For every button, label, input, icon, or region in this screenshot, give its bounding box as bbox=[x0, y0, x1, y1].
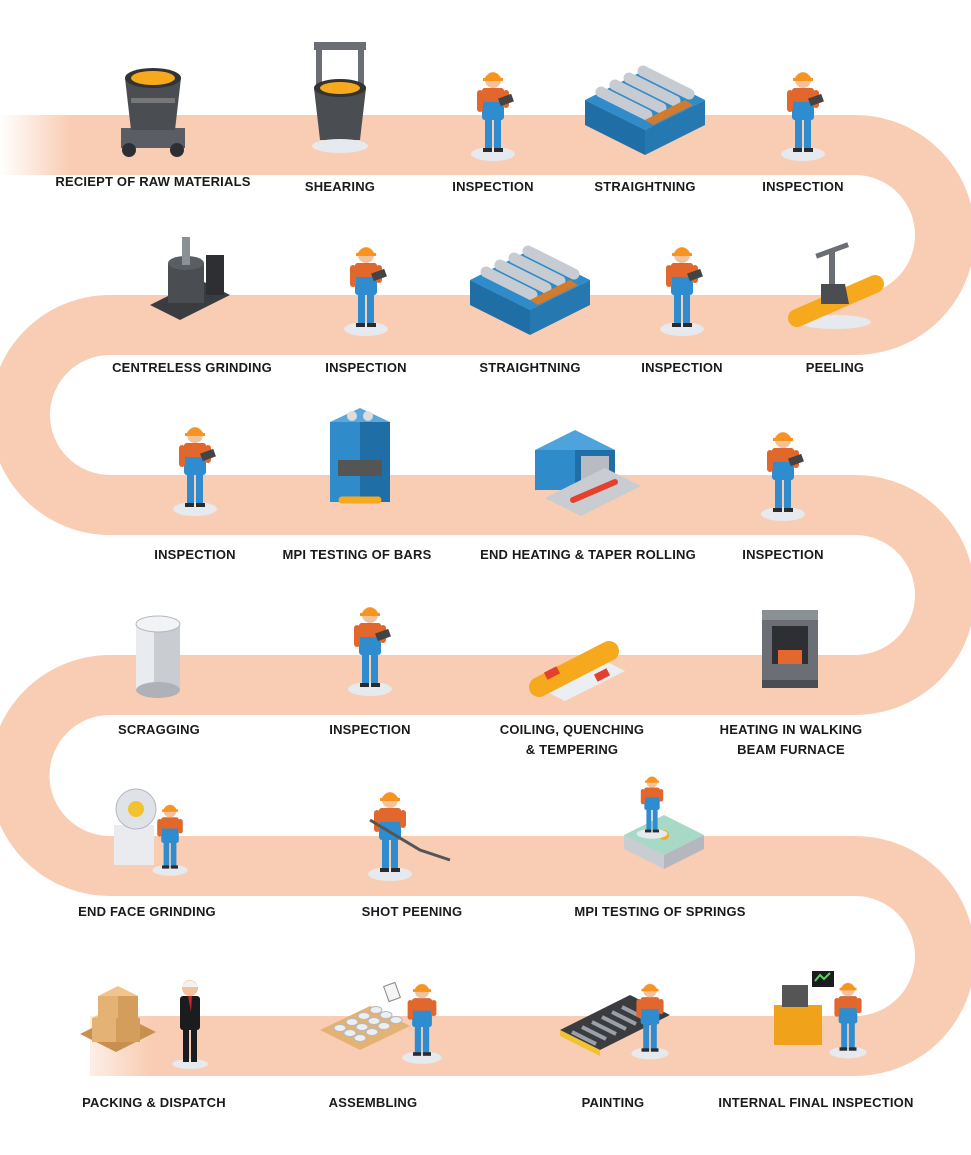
step-label: INSPECTION bbox=[663, 545, 903, 565]
inspector-worker-icon bbox=[348, 607, 392, 696]
step-label: STRAIGHTNING bbox=[525, 177, 765, 197]
step-label: STRAIGHTNING bbox=[410, 358, 650, 378]
step-label-line: INSPECTION bbox=[742, 547, 824, 562]
step-label-line: STRAIGHTNING bbox=[479, 360, 581, 375]
step-label-line: SHOT PEENING bbox=[361, 904, 463, 919]
mpi-tank-worker-icon bbox=[624, 776, 704, 869]
step-label-line: COILING, QUENCHING bbox=[499, 722, 645, 737]
steel-coil-cylinder-icon bbox=[135, 615, 181, 698]
step-label: INSPECTION bbox=[562, 358, 802, 378]
end-grinder-worker-icon bbox=[114, 788, 188, 876]
step-label: MPI TESTING OF BARS bbox=[237, 545, 477, 565]
step-label-line: INSPECTION bbox=[641, 360, 723, 375]
step-label-line: PACKING & DISPATCH bbox=[82, 1095, 226, 1110]
step-label-line: END HEATING & TAPER ROLLING bbox=[480, 547, 696, 562]
step-label-line: INSPECTION bbox=[329, 722, 411, 737]
step-label: RECIEPT OF RAW MATERIALS bbox=[33, 172, 273, 192]
step-label: MPI TESTING OF SPRINGS bbox=[540, 902, 780, 922]
hot-bar-icon bbox=[529, 641, 625, 701]
step-label: INSPECTION bbox=[75, 545, 315, 565]
step-label-line: SCRAGGING bbox=[118, 722, 200, 737]
conveyor-painter-icon bbox=[560, 983, 670, 1060]
step-label: SHEARING bbox=[220, 177, 460, 197]
step-label: PEELING bbox=[715, 358, 955, 378]
step-label-line: PAINTING bbox=[581, 1095, 645, 1110]
step-label-line: END FACE GRINDING bbox=[78, 904, 216, 919]
step-label-line: MPI TESTING OF SPRINGS bbox=[574, 904, 746, 919]
crane-ladle-icon bbox=[312, 42, 368, 153]
step-label-line: CENTRELESS GRINDING bbox=[112, 360, 272, 375]
step-label: CENTRELESS GRINDING bbox=[72, 358, 312, 378]
step-label: INSPECTION bbox=[250, 720, 490, 740]
peeling-machine-icon bbox=[788, 242, 884, 329]
step-label: END HEATING & TAPER ROLLING bbox=[468, 545, 708, 565]
step-label-line: MPI TESTING OF BARS bbox=[282, 547, 432, 562]
step-label-line: INTERNAL FINAL INSPECTION bbox=[718, 1095, 914, 1110]
step-label-line-2: BEAM FURNACE bbox=[737, 742, 845, 757]
mpi-press-icon bbox=[330, 408, 390, 504]
inspector-worker-icon bbox=[471, 72, 515, 161]
step-label: PAINTING bbox=[493, 1093, 733, 1113]
step-label: INSPECTION bbox=[683, 177, 923, 197]
step-label: SHOT PEENING bbox=[292, 902, 532, 922]
inspector-worker-icon bbox=[761, 432, 805, 521]
furnace-rolling-icon bbox=[535, 430, 641, 516]
step-label: SCRAGGING bbox=[39, 720, 279, 740]
grinding-machine-icon bbox=[150, 237, 230, 320]
step-label-line: INSPECTION bbox=[154, 547, 236, 562]
shot-peening-worker-icon bbox=[368, 792, 451, 881]
step-label-line: HEATING IN WALKING bbox=[719, 722, 863, 737]
step-label-line: PEELING bbox=[805, 360, 865, 375]
boxes-businessman-icon bbox=[80, 980, 208, 1069]
roller-straightener-icon bbox=[585, 65, 705, 155]
walking-beam-furnace-icon bbox=[762, 610, 818, 688]
step-label: COILING, QUENCHING & TEMPERING bbox=[452, 720, 692, 760]
control-panel-worker-icon bbox=[774, 971, 867, 1059]
step-label-line: ASSEMBLING bbox=[328, 1095, 418, 1110]
inspector-worker-icon bbox=[173, 427, 217, 516]
step-label: END FACE GRINDING bbox=[27, 902, 267, 922]
step-label-line: STRAIGHTNING bbox=[594, 179, 696, 194]
roller-straightener-icon bbox=[470, 245, 590, 335]
step-label: PACKING & DISPATCH bbox=[34, 1093, 274, 1113]
step-label-line: INSPECTION bbox=[762, 179, 844, 194]
pallet-clipboard-worker-icon bbox=[320, 981, 442, 1064]
step-label-line: INSPECTION bbox=[325, 360, 407, 375]
step-label: INSPECTION bbox=[246, 358, 486, 378]
step-label-line: INSPECTION bbox=[452, 179, 534, 194]
inspector-worker-icon bbox=[781, 72, 825, 161]
inspector-worker-icon bbox=[660, 247, 704, 336]
step-label-line-2: & TEMPERING bbox=[525, 742, 619, 757]
step-label-line: SHEARING bbox=[304, 179, 376, 194]
step-label: INTERNAL FINAL INSPECTION bbox=[696, 1093, 936, 1113]
step-label: INSPECTION bbox=[373, 177, 613, 197]
step-label: ASSEMBLING bbox=[253, 1093, 493, 1113]
step-label-line: RECIEPT OF RAW MATERIALS bbox=[55, 174, 251, 189]
inspector-worker-icon bbox=[344, 247, 388, 336]
ladle-cart-icon bbox=[121, 68, 185, 157]
step-label: HEATING IN WALKING BEAM FURNACE bbox=[671, 720, 911, 760]
